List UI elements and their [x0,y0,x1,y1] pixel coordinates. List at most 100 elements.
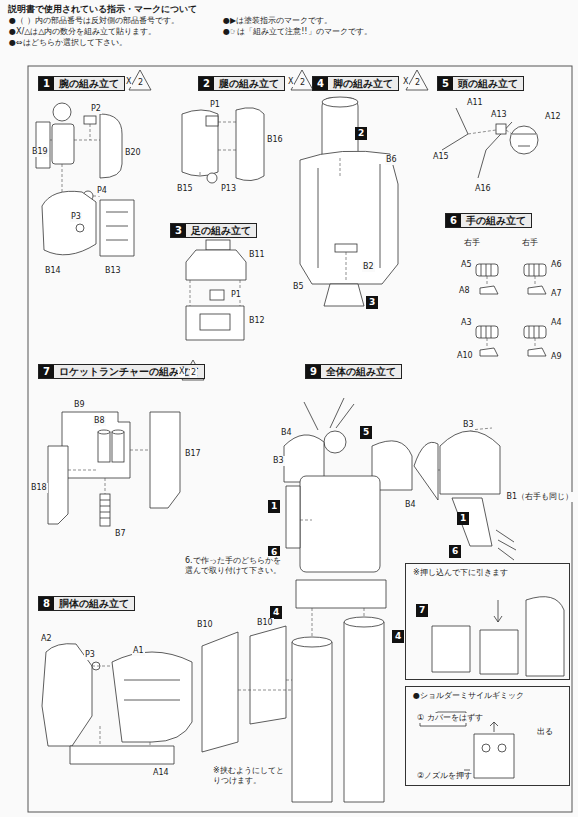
part-label: A7 [550,289,563,299]
step-heading: 8胴体の組み立て [38,596,135,611]
inset-note: ●ショルダーミサイルギミック [412,691,525,701]
step-number: 9 [306,365,321,378]
full-assembly [202,632,238,752]
part-label: B5 [292,282,305,292]
callout-text: 4 [395,631,401,641]
thigh-parts [236,108,264,181]
arm-parts [76,224,84,232]
full-assembly [238,520,364,690]
part-label: P2 [90,104,102,114]
part-label: P1 [209,100,221,110]
arm-attach-detail [440,431,500,494]
full-assembly [324,431,346,453]
part-label: B13 [104,266,122,276]
shoulder-missile-detail [474,734,514,778]
callout-number: 4 [392,630,404,643]
hand-parts [524,326,546,356]
rocket-launcher-parts [48,412,180,526]
head-parts [496,124,506,134]
part-label: B17 [184,449,202,459]
legend-note: ●☞は「組み立て注意!!」のマークです。 [222,27,373,37]
inset-box: ※押し込んで下に引きます 7 [405,563,570,680]
arm-parts [100,114,122,178]
legend-note: ●▶は塗装指示のマークです。 [222,16,333,26]
callout-number: 6 [449,545,461,558]
callout-text: 6 [452,546,458,556]
step-number: 1 [39,77,54,90]
head-parts [442,108,468,150]
legend-note: ●⇔はどちらか選択して下さい。 [8,38,128,48]
launcher-insert-detail [432,597,564,676]
hand-parts [476,264,546,356]
leg-parts [335,244,357,252]
part-label: B2 [362,262,375,272]
callout-text: 7 [419,605,425,615]
step-number: 3 [171,224,186,237]
part-label: A13 [490,110,508,120]
rocket-launcher-parts [100,494,110,526]
inset-note: ※押し込んで下に引きます [412,568,509,578]
part-label: B1（右手も同じ） [505,492,574,502]
callout-number: 1 [268,500,280,513]
part-label: B20 [124,148,142,158]
leg-parts [322,97,358,107]
part-label: B3 [462,420,475,430]
head-parts [442,108,538,178]
inset-box: ●ショルダーミサイルギミック① カバーをはずす出る②ノズルを押す [405,686,570,786]
part-label: X [402,77,409,87]
step-heading: 9全体の組み立て [305,364,402,379]
thigh-parts [207,173,217,183]
rocket-launcher-parts [98,430,110,434]
launcher-insert-detail [480,630,518,674]
legend-note: ●X/△は△内の数分を組み立て貼ります。 [8,27,157,37]
part-label: 2 [414,78,421,88]
full-assembly [250,626,286,724]
callout-text: 5 [363,427,369,437]
foot-parts [186,306,244,340]
part-label: A8 [458,286,471,296]
arm-parts [50,124,100,192]
inset-note: 出る [536,727,554,737]
part-label: A15 [432,152,450,162]
part-label: A4 [550,318,563,328]
assembly-note: 6.で作った手のどちらかを選んで取り付けて下さい。 [184,556,282,576]
shoulder-missile-detail [482,744,490,752]
foot-parts [200,314,230,330]
part-label: P1 [230,290,242,300]
step-title: 腕の組み立て [59,77,119,91]
callout-text: 4 [273,607,279,617]
head-parts [512,134,536,146]
torso-parts [42,644,192,764]
leg-parts [318,164,380,268]
part-label: B10 [256,618,274,628]
thigh-parts [200,122,236,176]
step-heading: 1 腕の組み立て [38,76,125,91]
part-label: A1 [132,646,145,656]
part-label: A10 [456,351,474,361]
callout-number: 1 [457,512,469,525]
step-heading: 5頭の組み立て [437,76,524,91]
part-label: B8 [93,416,106,426]
step-title: 胴体の組み立て [59,597,129,611]
part-label: B3 [272,456,285,466]
shoulder-missile-detail [464,722,498,770]
part-label: B9 [73,400,86,410]
head-parts [510,126,538,154]
part-label: 2 [137,78,144,88]
head-parts [468,130,512,134]
rocket-launcher-parts [112,430,124,434]
arm-parts [36,103,134,256]
step-heading: 3足の組み立て [170,223,257,238]
part-label: P3 [70,212,82,222]
part-label: A2 [40,634,53,644]
rocket-launcher-parts [150,412,180,508]
step-title: 手の組み立て [466,214,526,228]
callout-text: 1 [271,501,277,511]
arm-parts [42,191,96,255]
full-assembly [202,398,412,802]
step-title: 腿の組み立て [219,77,279,91]
torso-parts [92,666,150,746]
rocket-launcher-parts [62,412,130,478]
arm-parts [84,116,96,124]
